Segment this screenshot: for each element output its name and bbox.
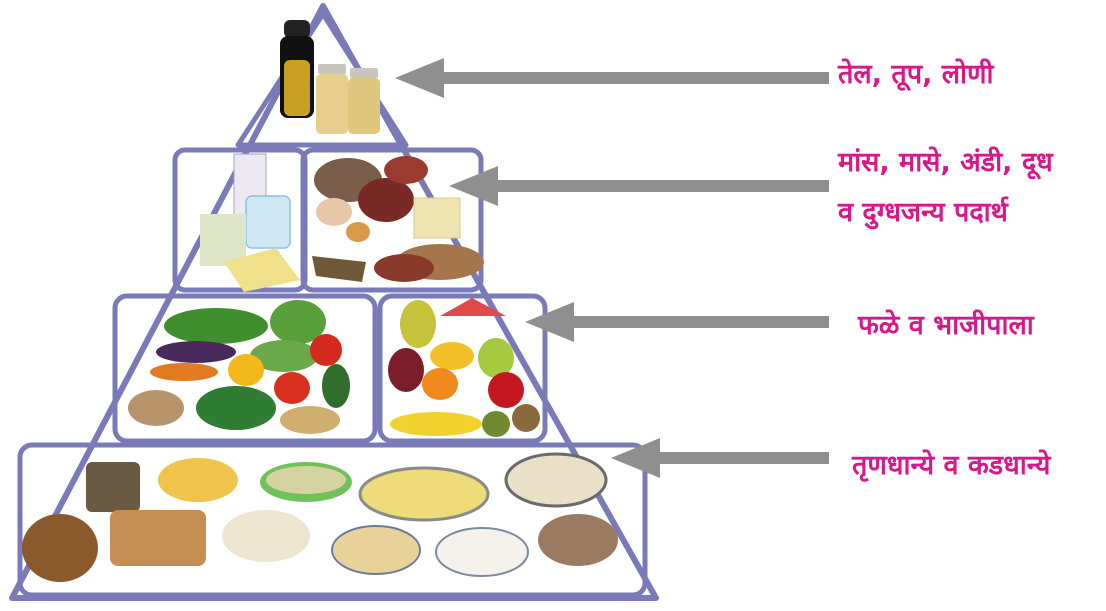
grapes-green-illustration bbox=[478, 338, 514, 378]
bitter-gourd-illustration bbox=[250, 340, 318, 372]
carrot-illustration bbox=[150, 363, 218, 381]
tier-oils bbox=[280, 20, 380, 134]
mushrooms-illustration bbox=[128, 390, 184, 426]
pyramid-outer-outline bbox=[9, 3, 659, 601]
arrow-cereals bbox=[611, 438, 829, 478]
tier-fruits bbox=[388, 298, 540, 437]
kiwi-illustration bbox=[512, 404, 540, 432]
tier-dairy bbox=[200, 153, 300, 292]
arrow-fruits-veg bbox=[525, 302, 829, 342]
arrows bbox=[395, 58, 829, 478]
dried-fish-illustration bbox=[312, 256, 366, 282]
tomato-illustration bbox=[274, 372, 310, 404]
label-oils: तेल, तूप, लोणी bbox=[838, 59, 994, 90]
milk-pack-illustration bbox=[200, 214, 246, 266]
cabbage-illustration bbox=[270, 300, 326, 344]
tier4-base-cell bbox=[17, 442, 648, 598]
pear-illustration bbox=[400, 300, 436, 348]
banana-illustration bbox=[390, 412, 482, 436]
pasta-plate-illustration bbox=[358, 466, 490, 522]
tier-cereals bbox=[22, 452, 618, 582]
meat-cut-illustration bbox=[384, 156, 428, 184]
vermicelli-bowl-illustration bbox=[331, 525, 421, 575]
bread-loaf-illustration bbox=[22, 514, 98, 582]
tier3-left-cell bbox=[112, 293, 378, 444]
beans-illustration bbox=[374, 254, 434, 282]
corn-bowl-illustration bbox=[158, 458, 238, 502]
capsicum-illustration bbox=[228, 354, 264, 386]
red-pepper-illustration bbox=[310, 334, 342, 366]
label-fruits-vegetables: फळे व भाजीपाला bbox=[858, 310, 1034, 341]
label-protein-line1: मांस, मासे, अंडी, दूध bbox=[838, 147, 1053, 178]
beans-bowl-illustration bbox=[538, 514, 618, 566]
eggplant-illustration bbox=[156, 341, 236, 363]
apple-illustration bbox=[488, 372, 524, 408]
arrow-protein bbox=[449, 166, 829, 206]
paneer-block-illustration bbox=[413, 197, 461, 239]
tier3-right-cell bbox=[377, 293, 548, 444]
oil-bottle-illustration bbox=[280, 20, 314, 118]
tier-protein bbox=[312, 156, 484, 282]
tier-vegetables bbox=[128, 300, 350, 434]
ghee-jar-illustration bbox=[316, 64, 380, 134]
watermelon-illustration bbox=[440, 298, 506, 316]
water-glass-illustration bbox=[245, 195, 291, 249]
bread-slices-illustration bbox=[110, 510, 206, 566]
bread-slices-stack-illustration bbox=[86, 462, 140, 512]
orange-illustration bbox=[422, 368, 458, 400]
leafy-greens-illustration bbox=[164, 308, 268, 344]
egg-illustration bbox=[346, 222, 370, 242]
potatoes-illustration bbox=[280, 406, 340, 434]
meat-illustration bbox=[358, 178, 414, 222]
cucumber-illustration bbox=[322, 364, 350, 408]
mango-illustration bbox=[430, 342, 474, 370]
spinach-illustration bbox=[196, 386, 276, 430]
rice-white-bowl-illustration bbox=[435, 527, 529, 577]
tier2-right-cell bbox=[300, 147, 484, 293]
grapes-red-illustration bbox=[388, 348, 424, 392]
chicken-illustration bbox=[316, 198, 352, 226]
rice-bowl-illustration bbox=[222, 510, 310, 562]
noodles-bowl-illustration bbox=[504, 452, 608, 508]
label-protein-line2: व दुग्धजन्य पदार्थ bbox=[838, 197, 1008, 228]
cheese-illustration bbox=[224, 248, 300, 292]
porridge-illustration bbox=[266, 466, 346, 494]
arrow-oils bbox=[395, 58, 829, 98]
label-cereals-pulses: तृणधान्ये व कडधान्ये bbox=[852, 450, 1051, 481]
kiwi2-illustration bbox=[482, 411, 510, 437]
